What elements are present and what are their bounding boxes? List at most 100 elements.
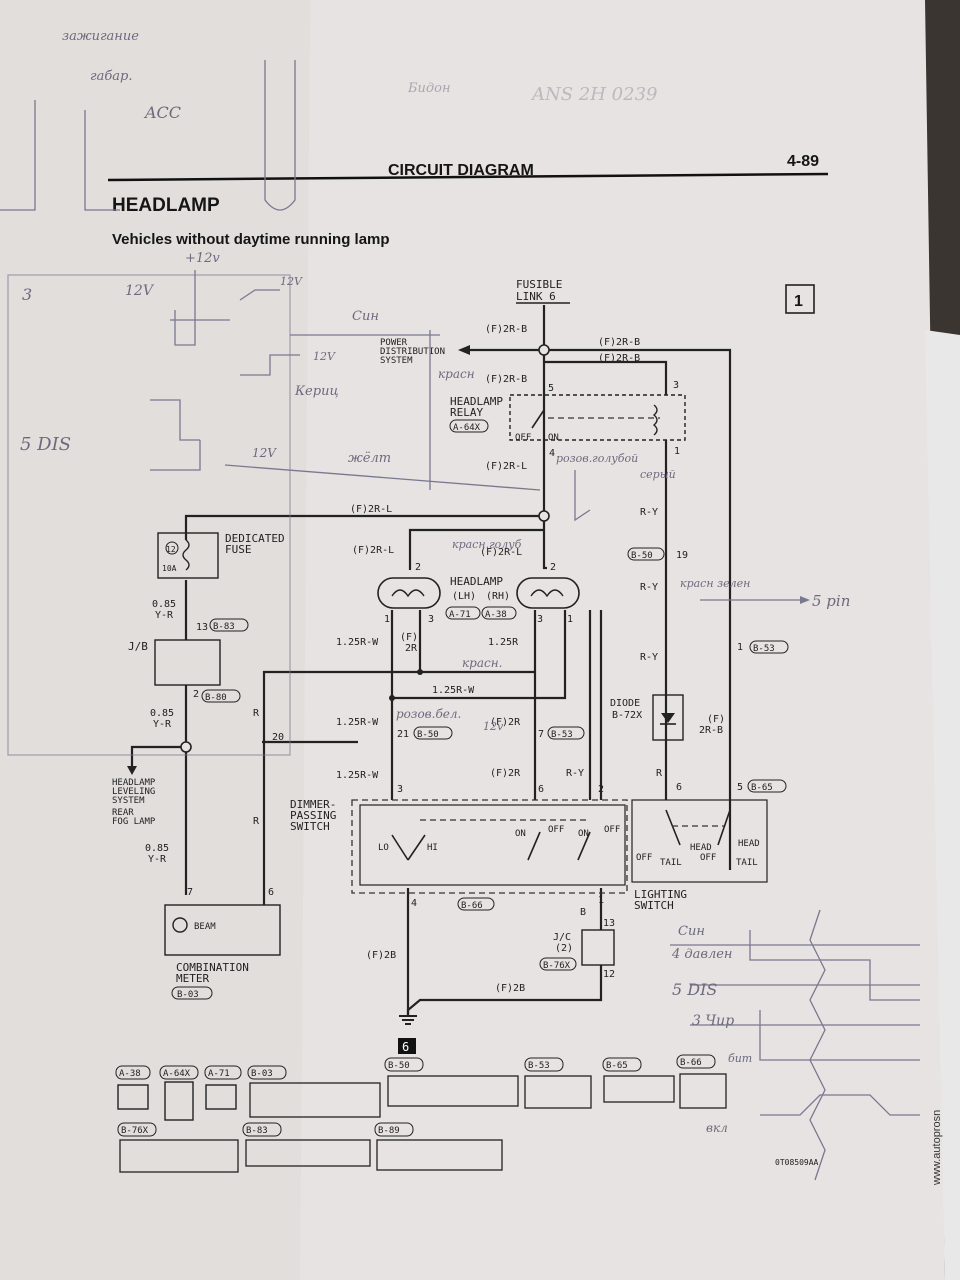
note-t-3: 3 Чир <box>692 1013 734 1029</box>
jb-label: J/B <box>128 640 148 653</box>
headlamp-lh-label: (LH) <box>452 591 476 602</box>
note-faint: Бидон <box>407 81 451 96</box>
connector-label: B-76X <box>121 1126 149 1136</box>
ls-tail-2: TAIL <box>736 858 758 868</box>
w-ry-2: R-Y <box>640 582 658 593</box>
connector-ref: B-83 <box>213 622 235 632</box>
combination-meter-box <box>164 904 281 956</box>
pin: 1 <box>598 895 604 906</box>
sw-on-2: ON <box>578 829 589 839</box>
page-number: 4-89 <box>787 153 819 170</box>
w-125rw-2: 1.25R-W <box>432 685 475 696</box>
rear-fog-2: FOG LAMP <box>112 817 156 827</box>
connector-faces: A-38 A-64X A-71 B-03 B-50 B-53 B-65 B-66… <box>115 1054 727 1173</box>
pin: 21 <box>397 729 409 740</box>
pin: 5 <box>548 383 554 394</box>
w-085-2b: Y-R <box>153 719 172 730</box>
pin: 20 <box>272 732 284 743</box>
note-rozov-bel: розов.бел. <box>396 707 461 721</box>
figure-code: 0T08509AA <box>775 1158 819 1167</box>
w-b: B <box>580 907 586 918</box>
connector-label: B-53 <box>528 1061 550 1071</box>
pin: 6 <box>538 784 544 795</box>
connector-refs: B-83 B-80 B-50 B-50 B-53 B-53 B-65 B-66 <box>201 547 789 911</box>
note-zhelt: жёлт <box>348 451 391 466</box>
pin: 7 <box>187 887 193 898</box>
relay-on: ON <box>548 433 559 443</box>
w-f2r-a2: 2R <box>405 643 418 654</box>
note-sin: Син <box>352 309 379 324</box>
connector-label: A-64X <box>163 1069 191 1079</box>
note-12v-a: 12V <box>125 283 155 299</box>
junction-block <box>154 639 221 686</box>
w-f2r-b: (F)2R <box>490 717 521 728</box>
note-5pin: 5 pin <box>812 592 850 610</box>
note-12v-e: 12v <box>483 720 504 733</box>
note-t-vkl: вкл <box>706 1121 728 1135</box>
relay-label-2: RELAY <box>450 406 483 419</box>
watermark: www.autoprosn <box>931 1110 943 1186</box>
w-f2rb-diode-1: (F) <box>707 714 725 725</box>
w-ry-1: R-Y <box>640 507 658 518</box>
diode-label-2: B-72X <box>612 710 642 721</box>
power-distribution-1: POWER <box>380 338 408 348</box>
ls-head-2: HEAD <box>738 839 760 849</box>
connector-ref: B-80 <box>205 693 227 703</box>
headlamp-lh <box>377 577 441 609</box>
connector-ref: B-50 <box>631 551 653 561</box>
pin: 4 <box>549 448 555 459</box>
power-distribution-2: DISTRIBUTION <box>380 347 445 357</box>
joint-connector-box <box>581 929 615 966</box>
pencil-sketch <box>0 60 920 1181</box>
sw-off-1: OFF <box>548 825 564 835</box>
diode-label-1: DIODE <box>610 698 640 709</box>
note-krasn: красн <box>438 367 475 381</box>
rear-fog-1: REAR <box>112 808 134 818</box>
w-right-2: (F)2R-B <box>598 353 640 364</box>
w-125rw-4: 1.25R-W <box>336 770 379 781</box>
headlamp-label: HEADLAMP <box>450 575 503 588</box>
headlamp-relay-box <box>509 394 686 441</box>
dimmer-switch-box <box>351 799 628 894</box>
note-3: 3 <box>22 285 32 304</box>
ls-off-2: OFF <box>700 853 716 863</box>
relay-code: A-64X <box>453 423 481 433</box>
diode-box <box>652 694 684 741</box>
pin: 5 <box>737 782 743 793</box>
note-ser: серый <box>640 468 676 481</box>
leveling-2: LEVELING <box>112 787 155 797</box>
pin: 3 <box>428 614 434 625</box>
w-f2b-1: (F)2B <box>366 950 396 961</box>
pin: 19 <box>676 550 688 561</box>
pin: 6 <box>676 782 682 793</box>
connector-label: B-65 <box>606 1061 628 1071</box>
ls-off-1: OFF <box>636 853 652 863</box>
dimmer-hi: HI <box>427 843 438 853</box>
leveling-1: HEADLAMP <box>112 778 156 788</box>
w-fl-top: (F)2R-B <box>485 324 527 335</box>
note-t-4: 4 давлен <box>671 947 733 962</box>
pin-numbers: 5 3 4 1 19 2 2 3 1 3 1 13 2 1 21 7 20 3 … <box>187 380 743 980</box>
pin: 1 <box>737 642 743 653</box>
combination-meter-2: METER <box>176 972 209 985</box>
note-acc: ACC <box>143 103 181 122</box>
w-085-1a: 0.85 <box>152 599 176 610</box>
figure-tag-box <box>785 284 815 314</box>
ground-box <box>398 1038 416 1054</box>
pin: 2 <box>415 562 421 573</box>
pin: 1 <box>674 446 680 457</box>
pin: 13 <box>196 622 208 633</box>
relay-off: OFF <box>515 433 531 443</box>
lighting-switch-box <box>631 799 768 883</box>
w-085-1b: Y-R <box>155 610 174 621</box>
pin: 1 <box>384 614 390 625</box>
sw-on-1: ON <box>515 829 526 839</box>
sw-off-2: OFF <box>604 825 620 835</box>
section-title: CIRCUIT DIAGRAM <box>388 162 534 179</box>
headlamp-rh <box>516 577 580 609</box>
fuse-label-2: FUSE <box>225 543 252 556</box>
ls-tail-1: TAIL <box>660 858 682 868</box>
pin: 1 <box>567 614 573 625</box>
pin: 3 <box>673 380 679 391</box>
